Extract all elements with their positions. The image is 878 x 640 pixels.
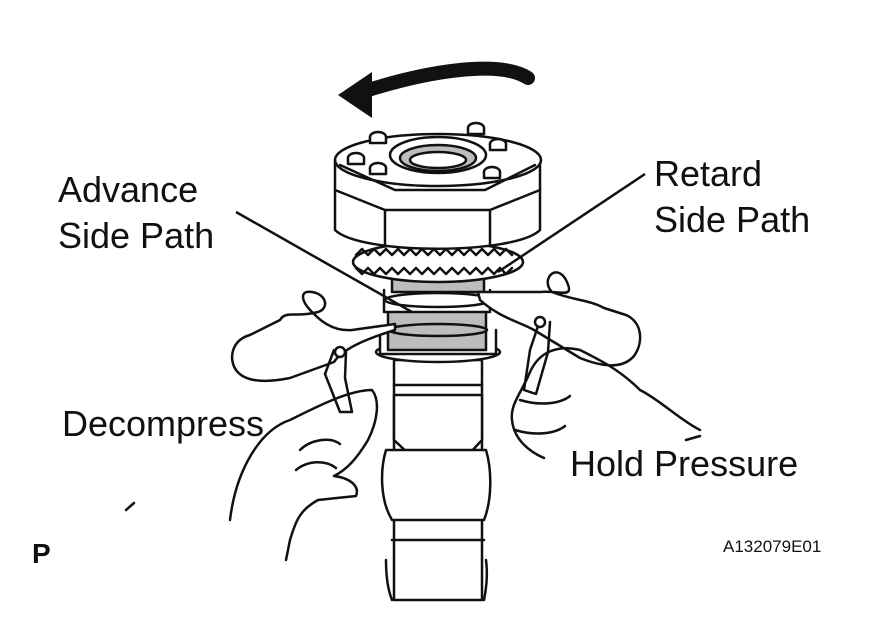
- advance-label-line2: Side Path: [58, 215, 215, 256]
- rotation-arrow-icon: [338, 61, 535, 118]
- right-hand: [510, 346, 702, 460]
- retard-leader: [497, 172, 646, 274]
- decompress-label: Decompress: [62, 403, 265, 444]
- hold-pressure-label: Hold Pressure: [570, 443, 799, 484]
- advance-label-line1: Advance: [58, 169, 199, 210]
- left-hand: [124, 388, 379, 562]
- corner-mark: P: [32, 538, 51, 569]
- retard-label-line2: Side Path: [654, 199, 811, 240]
- retard-label-line1: Retard: [654, 153, 763, 194]
- left-air-gun: [230, 290, 397, 414]
- figure-id: A132079E01: [723, 537, 822, 556]
- camshaft: [380, 358, 492, 602]
- right-air-gun: [476, 271, 642, 396]
- oil-passage-collar: [374, 273, 502, 364]
- leader-lines: [235, 172, 646, 314]
- advance-leader: [235, 210, 413, 314]
- vvt-controller-housing: [333, 121, 543, 250]
